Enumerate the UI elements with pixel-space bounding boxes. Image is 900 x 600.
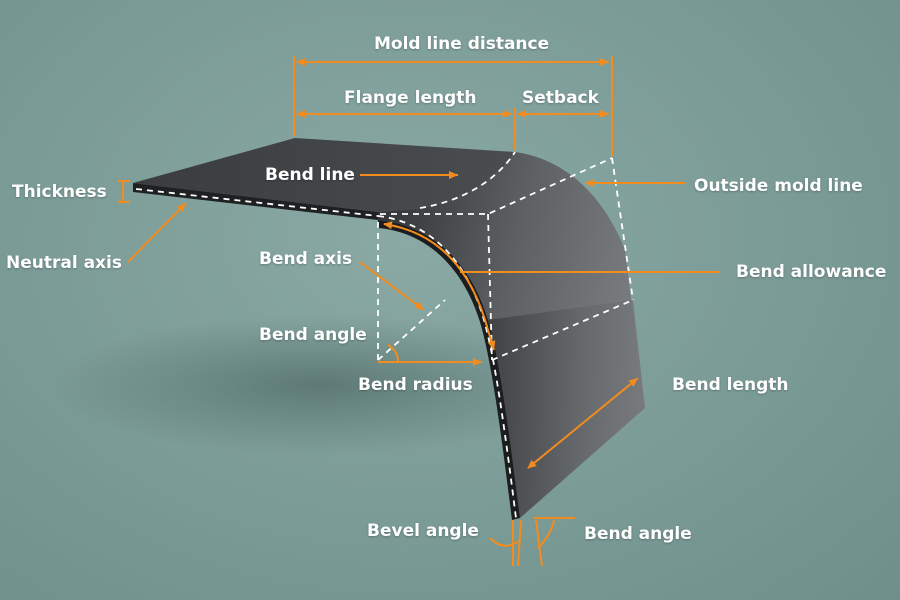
bend-angle-arc-inner bbox=[387, 344, 399, 363]
label-bend-angle-bottom: Bend angle bbox=[584, 524, 692, 544]
label-bend-radius: Bend radius bbox=[358, 375, 473, 395]
label-mold-line-distance: Mold line distance bbox=[374, 34, 550, 54]
label-outside-mold-line: Outside mold line bbox=[694, 176, 863, 196]
label-bend-angle-inner: Bend angle bbox=[259, 325, 367, 345]
annotation-lines bbox=[118, 56, 720, 567]
neutral-axis-line bbox=[135, 188, 379, 217]
bend-line-dash bbox=[419, 151, 516, 209]
bend-line-lower bbox=[491, 299, 634, 361]
label-bend-axis: Bend axis bbox=[259, 249, 353, 269]
flat-flange-top bbox=[133, 138, 515, 212]
label-bevel-angle: Bevel angle bbox=[367, 521, 479, 541]
label-bend-line: Bend line bbox=[265, 165, 355, 185]
bend-length-arrow bbox=[527, 377, 639, 469]
label-thickness: Thickness bbox=[12, 182, 107, 202]
label-bend-length: Bend length bbox=[672, 375, 789, 395]
label-setback: Setback bbox=[522, 88, 599, 108]
bevel-angle-arc bbox=[489, 537, 521, 547]
label-neutral-axis: Neutral axis bbox=[6, 253, 122, 273]
bend-axis-pointer bbox=[359, 261, 425, 311]
bend-angle-arc-bottom bbox=[537, 519, 555, 549]
bend-inner-edge bbox=[378, 220, 520, 520]
neutral-axis-pointer bbox=[127, 202, 187, 263]
bend-allowance-arc bbox=[383, 221, 496, 351]
label-flange-length: Flange length bbox=[344, 88, 477, 108]
mold-line-top bbox=[380, 157, 613, 215]
label-bend-allowance: Bend allowance bbox=[736, 262, 887, 282]
floor-shadow bbox=[50, 315, 590, 455]
flat-flange-edge bbox=[133, 183, 378, 220]
mold-line-vertical bbox=[611, 157, 634, 301]
